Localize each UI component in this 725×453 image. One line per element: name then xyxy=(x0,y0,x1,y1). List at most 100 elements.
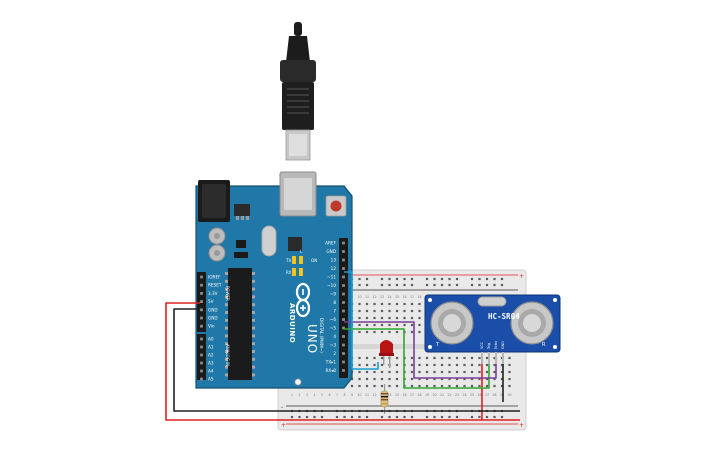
pin-label: 12 xyxy=(331,266,337,271)
column-number: 27 xyxy=(485,393,489,397)
arduino-logo xyxy=(295,282,311,318)
atmega-chip xyxy=(225,268,255,380)
reset-button[interactable] xyxy=(325,195,347,217)
column-number: 7 xyxy=(336,393,338,397)
column-number: 26 xyxy=(477,393,481,397)
wire-black-gnd[interactable] xyxy=(173,308,520,412)
column-number: 13 xyxy=(380,295,384,299)
pin-label: A4 xyxy=(208,369,214,374)
pin-label: A3 xyxy=(208,361,214,366)
column-number: 12 xyxy=(372,393,376,397)
pin-label: IOREF xyxy=(208,275,221,280)
column-number: 10 xyxy=(357,295,361,299)
pin-label: 3.3V xyxy=(208,291,218,296)
power-pin-header[interactable] xyxy=(197,272,206,332)
rail-sign-top-plus-right: + xyxy=(519,273,524,280)
usb-cable[interactable] xyxy=(280,22,316,161)
column-number: 16 xyxy=(402,393,406,397)
column-number: 18 xyxy=(417,393,421,397)
pin-label: GND xyxy=(326,249,336,254)
pin-label: ~10 xyxy=(327,283,336,288)
usb-interface-chip xyxy=(288,237,302,251)
sensor-pins[interactable] xyxy=(481,352,504,364)
column-number: 19 xyxy=(425,393,429,397)
column-number: 1 xyxy=(291,393,293,397)
column-number: 11 xyxy=(365,393,369,397)
sensor-corner-t: T xyxy=(435,342,440,348)
column-number: 5 xyxy=(321,393,323,397)
crystal-oscillator xyxy=(261,225,277,257)
column-number: 14 xyxy=(387,295,391,299)
pin-label: ~6 xyxy=(330,317,337,322)
pin-label: ~9 xyxy=(330,292,337,297)
led-label-l: L xyxy=(300,249,303,254)
sensor-pin-label: Trig xyxy=(487,343,491,350)
wire-green-trig[interactable] xyxy=(344,328,490,389)
pin-label: A5 xyxy=(208,377,214,382)
column-number: 3 xyxy=(306,393,308,397)
pin-label: RESET xyxy=(208,283,222,288)
status-leds xyxy=(292,256,303,276)
transducer-trigger xyxy=(430,301,474,345)
pin-label: ~5 xyxy=(330,326,337,331)
column-number: 6 xyxy=(328,393,330,397)
column-number: 10 xyxy=(357,393,361,397)
column-number: 15 xyxy=(395,295,399,299)
power-header-title: POWER xyxy=(225,286,230,301)
red-led[interactable] xyxy=(379,340,394,368)
pin-label: GND xyxy=(208,307,218,312)
icsp-header xyxy=(234,240,248,258)
digital-header-title: DIGITAL (PWM~) xyxy=(319,318,324,353)
sensor-pin-label: Echo xyxy=(494,341,498,349)
pin-label: 4 xyxy=(333,334,336,339)
digital-pin-header[interactable] xyxy=(339,238,348,378)
column-number: 8 xyxy=(343,393,345,397)
wire-cyan-led[interactable] xyxy=(344,271,379,370)
analog-pin-header[interactable] xyxy=(197,334,206,381)
rail-sign-bottom-plus-right: + xyxy=(519,422,524,429)
sensor-pin-label: VCC xyxy=(480,341,484,349)
column-number: 16 xyxy=(402,295,406,299)
column-number: 29 xyxy=(500,393,504,397)
wire-purple-echo[interactable] xyxy=(344,321,497,379)
sensor-pin-label: GND xyxy=(501,341,505,349)
analog-header-title: ANALOG IN xyxy=(225,344,230,366)
sensor-model-label: HC-SR04 xyxy=(488,312,520,321)
pin-label: A0 xyxy=(208,337,214,342)
sensor-crystal xyxy=(477,296,507,307)
on-label: ON xyxy=(311,258,317,263)
column-number: 11 xyxy=(365,295,369,299)
pin-label: AREF xyxy=(325,241,336,246)
pin-label: GND xyxy=(208,316,218,321)
model-label: UNO xyxy=(305,324,319,354)
column-number: 4 xyxy=(313,393,315,397)
column-number: 9 xyxy=(351,393,353,397)
column-number: 20 xyxy=(432,393,436,397)
column-number: 24 xyxy=(462,393,466,397)
column-number: 18 xyxy=(417,295,421,299)
column-number: 21 xyxy=(440,393,444,397)
pin-label: ~3 xyxy=(330,343,337,348)
column-number: 2 xyxy=(298,393,300,397)
pin-label: A2 xyxy=(208,353,214,358)
pin-label: 2 xyxy=(333,351,336,356)
column-number: 17 xyxy=(410,393,414,397)
column-number: 28 xyxy=(492,393,496,397)
column-number: 17 xyxy=(410,295,414,299)
pin-label: Vin xyxy=(208,324,215,329)
transducer-echo xyxy=(510,301,554,345)
rail-sign-bottom-plus: + xyxy=(281,422,286,429)
column-number: 25 xyxy=(470,393,474,397)
rail-sign-bottom-minus: - xyxy=(281,404,283,411)
led-label-tx: TX xyxy=(285,258,291,263)
resistor[interactable] xyxy=(380,384,389,414)
column-number: 12 xyxy=(372,295,376,299)
sensor-corner-r: R xyxy=(542,342,546,348)
